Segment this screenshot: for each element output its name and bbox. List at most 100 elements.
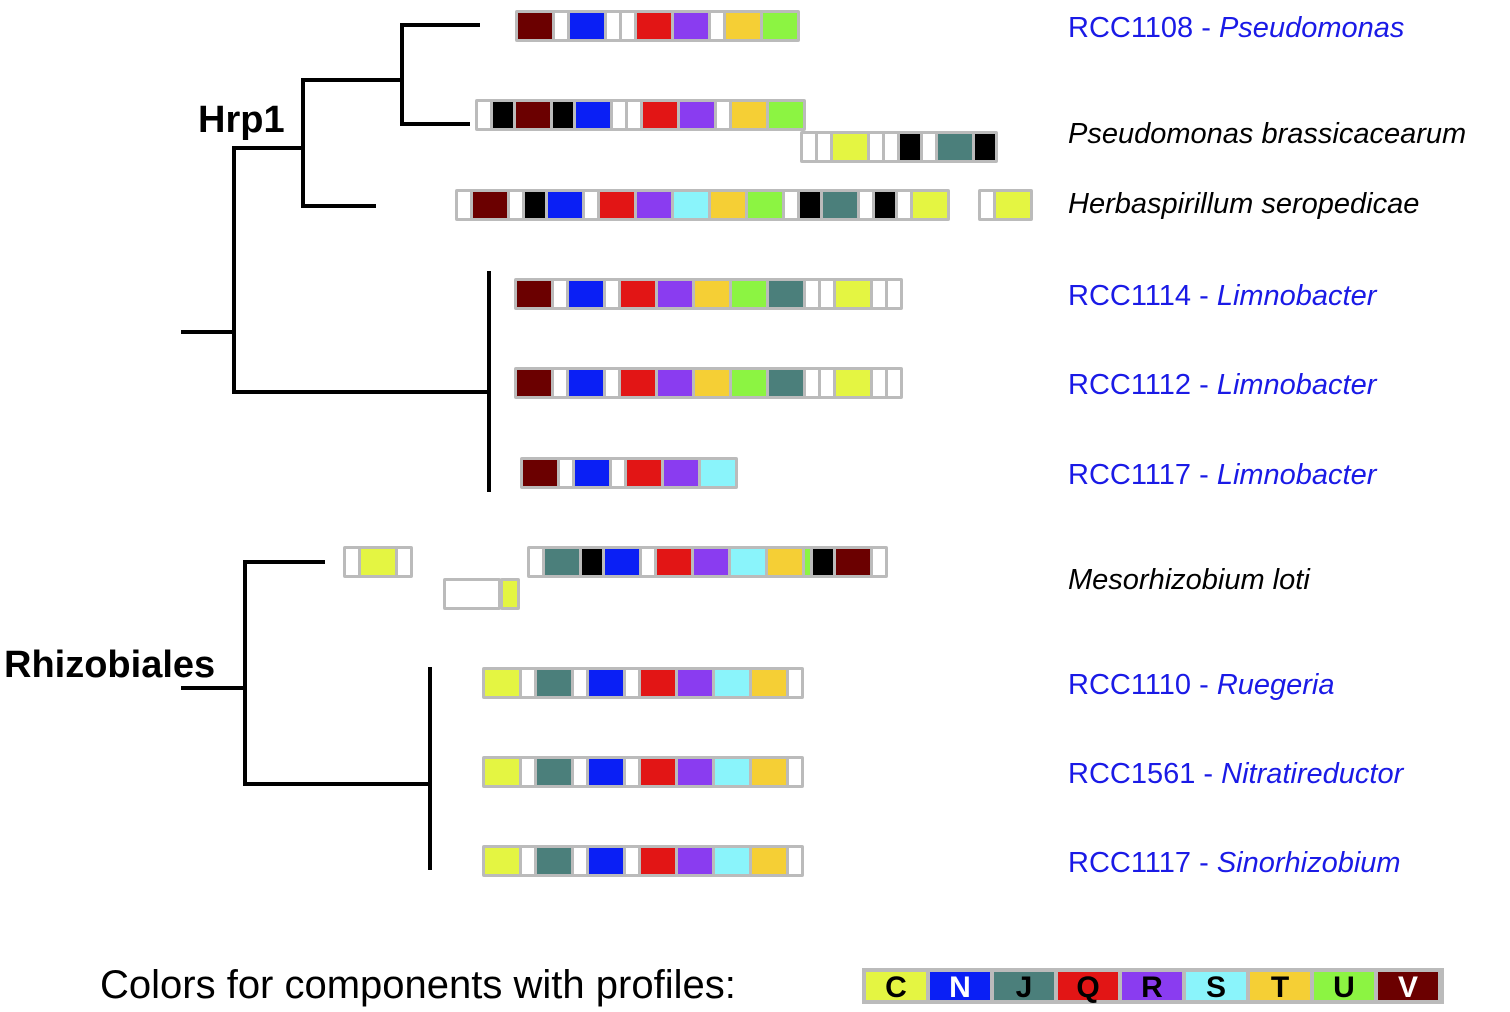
gene-unprofiled bbox=[789, 759, 801, 785]
gene-N bbox=[589, 670, 623, 696]
legend-letter-U: U bbox=[1333, 971, 1355, 1004]
gene-R bbox=[678, 759, 712, 785]
gene-unprofiled bbox=[478, 102, 490, 128]
gene-unprofiled bbox=[458, 192, 470, 218]
gene-U bbox=[763, 13, 797, 39]
gene-other bbox=[875, 192, 895, 218]
genus-name: Ruegeria bbox=[1217, 669, 1335, 701]
taxon-label-rcc1112: RCC1112 - Limnobacter bbox=[1068, 369, 1378, 401]
gene-unprofiled bbox=[821, 370, 833, 396]
gene-J bbox=[769, 370, 803, 396]
legend-swatch-N bbox=[930, 972, 990, 1000]
gene-T bbox=[752, 848, 786, 874]
legend-swatch-V bbox=[1378, 972, 1438, 1000]
gene-unprofiled bbox=[554, 281, 566, 307]
gene-unprofiled bbox=[574, 848, 586, 874]
legend-swatch-S bbox=[1186, 972, 1246, 1000]
gene-C bbox=[913, 192, 947, 218]
gene-cluster-rcc1117a bbox=[520, 457, 738, 489]
legend-letter-C: C bbox=[885, 971, 907, 1004]
gene-clusters bbox=[343, 10, 1033, 877]
gene-N bbox=[576, 102, 610, 128]
gene-U bbox=[732, 370, 766, 396]
taxon-label-rcc1110: RCC1110 - Ruegeria bbox=[1068, 669, 1335, 701]
gene-unprofiled bbox=[642, 549, 654, 575]
gene-other bbox=[553, 102, 573, 128]
gene-unprofiled bbox=[888, 370, 900, 396]
gene-U bbox=[748, 192, 782, 218]
gene-unprofiled bbox=[821, 281, 833, 307]
gene-unprofiled bbox=[510, 192, 522, 218]
gene-S bbox=[715, 759, 749, 785]
gene-S bbox=[731, 549, 765, 575]
gene-Q bbox=[600, 192, 634, 218]
gene-R bbox=[678, 670, 712, 696]
gene-unprofiled bbox=[806, 281, 818, 307]
gene-J bbox=[545, 549, 579, 575]
gene-unprofiled bbox=[622, 13, 634, 39]
gene-unprofiled bbox=[981, 192, 993, 218]
gene-U bbox=[732, 281, 766, 307]
gene-other bbox=[813, 549, 833, 575]
gene-V bbox=[473, 192, 507, 218]
strain-id: RCC1117 - bbox=[1068, 459, 1217, 491]
legend-title: Colors for components with profiles: bbox=[100, 963, 736, 1007]
gene-unprofiled bbox=[711, 13, 723, 39]
gene-unprofiled bbox=[873, 549, 885, 575]
gene-cluster-rcc1108 bbox=[515, 10, 800, 42]
gene-unprofiled bbox=[560, 460, 572, 486]
genus-name: Limnobacter bbox=[1217, 459, 1378, 491]
gene-unprofiled bbox=[522, 848, 534, 874]
strain-id: RCC1561 - bbox=[1068, 758, 1221, 790]
gene-N bbox=[570, 13, 604, 39]
gene-unprofiled bbox=[803, 134, 815, 160]
legend-letter-V: V bbox=[1398, 971, 1418, 1004]
gene-cluster-pbrass bbox=[475, 99, 806, 131]
gene-unprofiled bbox=[626, 759, 638, 785]
gene-C bbox=[485, 670, 519, 696]
legend-swatch-U bbox=[1314, 972, 1374, 1000]
gene-unprofiled bbox=[574, 759, 586, 785]
gene-J bbox=[537, 670, 571, 696]
gene-cluster-pbrass_b bbox=[800, 131, 998, 163]
legend-swatch-J bbox=[994, 972, 1054, 1000]
gene-T bbox=[752, 759, 786, 785]
genus-name: Sinorhizobium bbox=[1217, 847, 1401, 879]
gene-unprofiled bbox=[585, 192, 597, 218]
taxon-label-rcc1114: RCC1114 - Limnobacter bbox=[1068, 280, 1378, 312]
gene-cluster-mloti_d bbox=[443, 578, 501, 610]
clade-label-hrp1: Hrp1 bbox=[198, 99, 285, 141]
genus-name: Pseudomonas bbox=[1219, 12, 1404, 44]
gene-unprofiled bbox=[789, 848, 801, 874]
gene-R bbox=[674, 13, 708, 39]
gene-other bbox=[975, 134, 995, 160]
genus-name: Limnobacter bbox=[1217, 369, 1378, 401]
gene-N bbox=[589, 759, 623, 785]
gene-R bbox=[658, 370, 692, 396]
clade-label-rhizobiales: Rhizobiales bbox=[4, 644, 215, 686]
gene-U bbox=[769, 102, 803, 128]
gene-other bbox=[525, 192, 545, 218]
gene-unprofiled bbox=[530, 549, 542, 575]
gene-N bbox=[605, 549, 639, 575]
gene-unprofiled bbox=[873, 281, 885, 307]
gene-unprofiled bbox=[606, 281, 618, 307]
gene-cluster-rcc1112 bbox=[514, 367, 903, 399]
gene-J bbox=[938, 134, 972, 160]
legend-letter-J: J bbox=[1016, 971, 1033, 1004]
taxon-label-mloti: Mesorhizobium loti bbox=[1068, 564, 1311, 596]
gene-cluster-rcc1117b bbox=[482, 845, 804, 877]
gene-Q bbox=[641, 848, 675, 874]
gene-N bbox=[569, 281, 603, 307]
gene-unprofiled bbox=[898, 192, 910, 218]
gene-N bbox=[548, 192, 582, 218]
gene-unprofiled bbox=[522, 670, 534, 696]
gene-unprofiled bbox=[606, 370, 618, 396]
gene-unprofiled bbox=[346, 549, 358, 575]
taxon-label-rcc1117b: RCC1117 - Sinorhizobium bbox=[1068, 847, 1401, 879]
gene-unprofiled bbox=[717, 102, 729, 128]
gene-unprofiled bbox=[626, 670, 638, 696]
gene-Q bbox=[637, 13, 671, 39]
gene-C bbox=[833, 134, 867, 160]
